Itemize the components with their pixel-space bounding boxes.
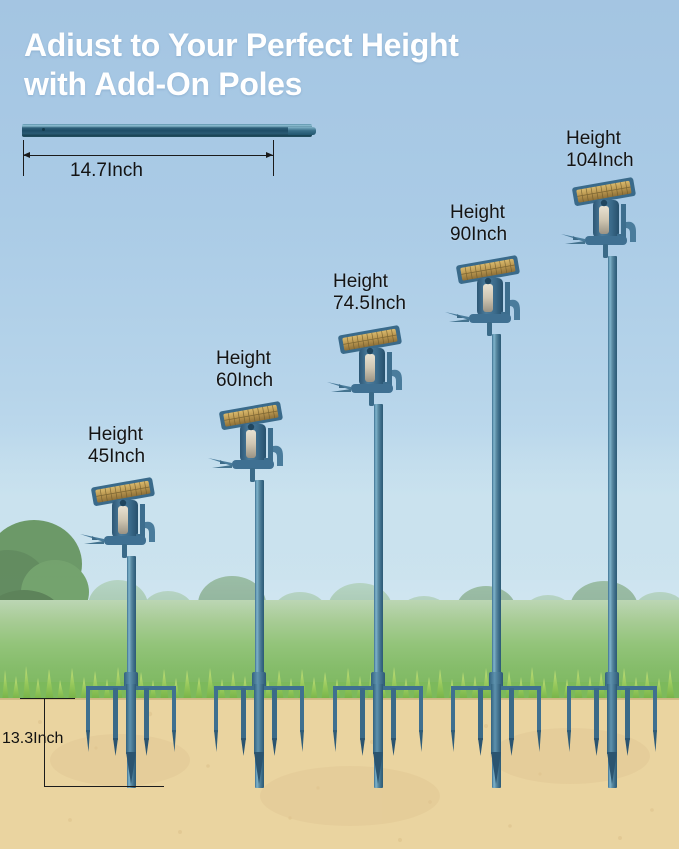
lamp-label-90: Height 90Inch <box>450 202 508 246</box>
page-title: Adiust to Your Perfect Height with Add-O… <box>24 27 459 103</box>
depth-dimension-line <box>44 698 45 786</box>
lamp-head-74[interactable] <box>325 324 417 412</box>
ground-stake-assemblies <box>86 672 657 784</box>
addon-pole-dimension-line <box>23 152 273 158</box>
depth-bottom-guide <box>44 786 164 787</box>
stake-assembly-104 <box>567 672 657 784</box>
addon-pole-dimension-label: 14.7Inch <box>70 160 143 181</box>
lamp-label-45: Height 45Inch <box>88 424 146 468</box>
stake-assembly-45 <box>86 672 176 784</box>
lamp-mast-60 <box>255 480 264 788</box>
addon-pole-screw-hole <box>42 128 45 131</box>
lamp-mast-90 <box>492 334 501 788</box>
depth-dimension-label: 13.3Inch <box>2 730 64 747</box>
depth-top-guide <box>20 698 75 699</box>
addon-pole-sample <box>22 124 312 137</box>
lamp-mast-104 <box>608 256 617 788</box>
addon-pole-tip <box>288 127 316 135</box>
lamp-head-45[interactable] <box>78 476 170 564</box>
lamp-head-104[interactable] <box>559 176 651 264</box>
soil-texture <box>0 700 679 849</box>
soil-cross-section <box>0 700 679 849</box>
lamp-mast-74 <box>374 404 383 788</box>
dimension-tick-left <box>23 140 24 176</box>
dimension-tick-right <box>273 140 274 176</box>
stake-assembly-60 <box>214 672 304 784</box>
lamp-label-74: Height 74.5Inch <box>333 271 406 315</box>
lamp-head-90[interactable] <box>443 254 535 342</box>
stake-assembly-74 <box>333 672 423 784</box>
lamp-label-104: Height 104Inch <box>566 128 634 172</box>
lamp-label-60: Height 60Inch <box>216 348 274 392</box>
lamp-head-60[interactable] <box>206 400 298 488</box>
lawn-background <box>0 600 679 692</box>
stake-assembly-90 <box>451 672 541 784</box>
